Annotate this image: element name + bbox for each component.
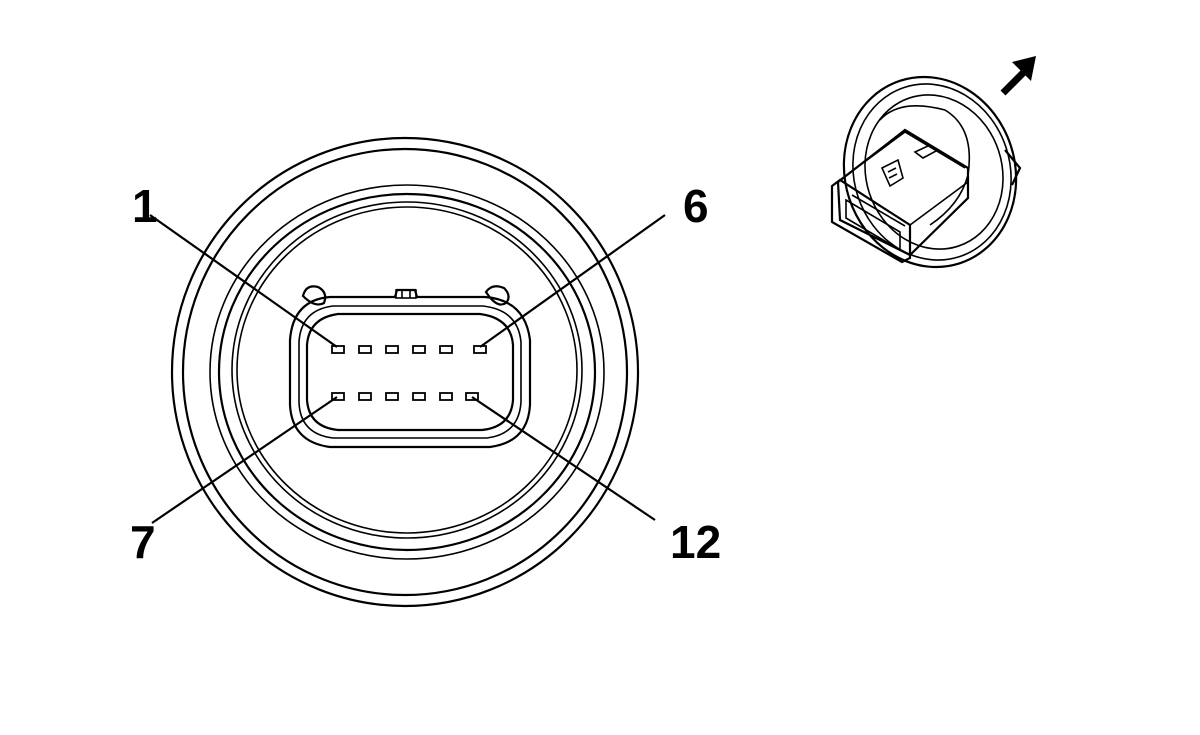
- pin-4: [412, 345, 426, 354]
- pin-2: [358, 345, 372, 354]
- pin-row-top: [331, 345, 487, 354]
- pin-10: [412, 392, 426, 401]
- leader-line-12: [471, 396, 656, 521]
- connector-perspective-view: [830, 75, 1022, 269]
- pin-row-bottom: [331, 392, 479, 401]
- pin-6: [473, 345, 487, 354]
- pin-7: [331, 392, 345, 401]
- pin-1: [331, 345, 345, 354]
- pin-12: [465, 392, 479, 401]
- pin-9: [385, 392, 399, 401]
- pin-label-6: 6: [683, 180, 709, 232]
- pin-label-12: 12: [670, 516, 721, 568]
- pin-label-7: 7: [130, 516, 156, 568]
- leader-line-1: [149, 214, 338, 348]
- leader-line-7: [151, 396, 338, 524]
- direction-arrow-icon: [1000, 56, 1036, 96]
- plug-body: [830, 128, 970, 264]
- leader-line-6: [479, 214, 666, 348]
- pin-5: [439, 345, 453, 354]
- pin-11: [439, 392, 453, 401]
- pin-label-1: 1: [132, 180, 158, 232]
- connector-housing: [288, 285, 532, 449]
- pin-8: [358, 392, 372, 401]
- pin-3: [385, 345, 399, 354]
- connector-face-view: 1 6 7 12: [130, 136, 721, 608]
